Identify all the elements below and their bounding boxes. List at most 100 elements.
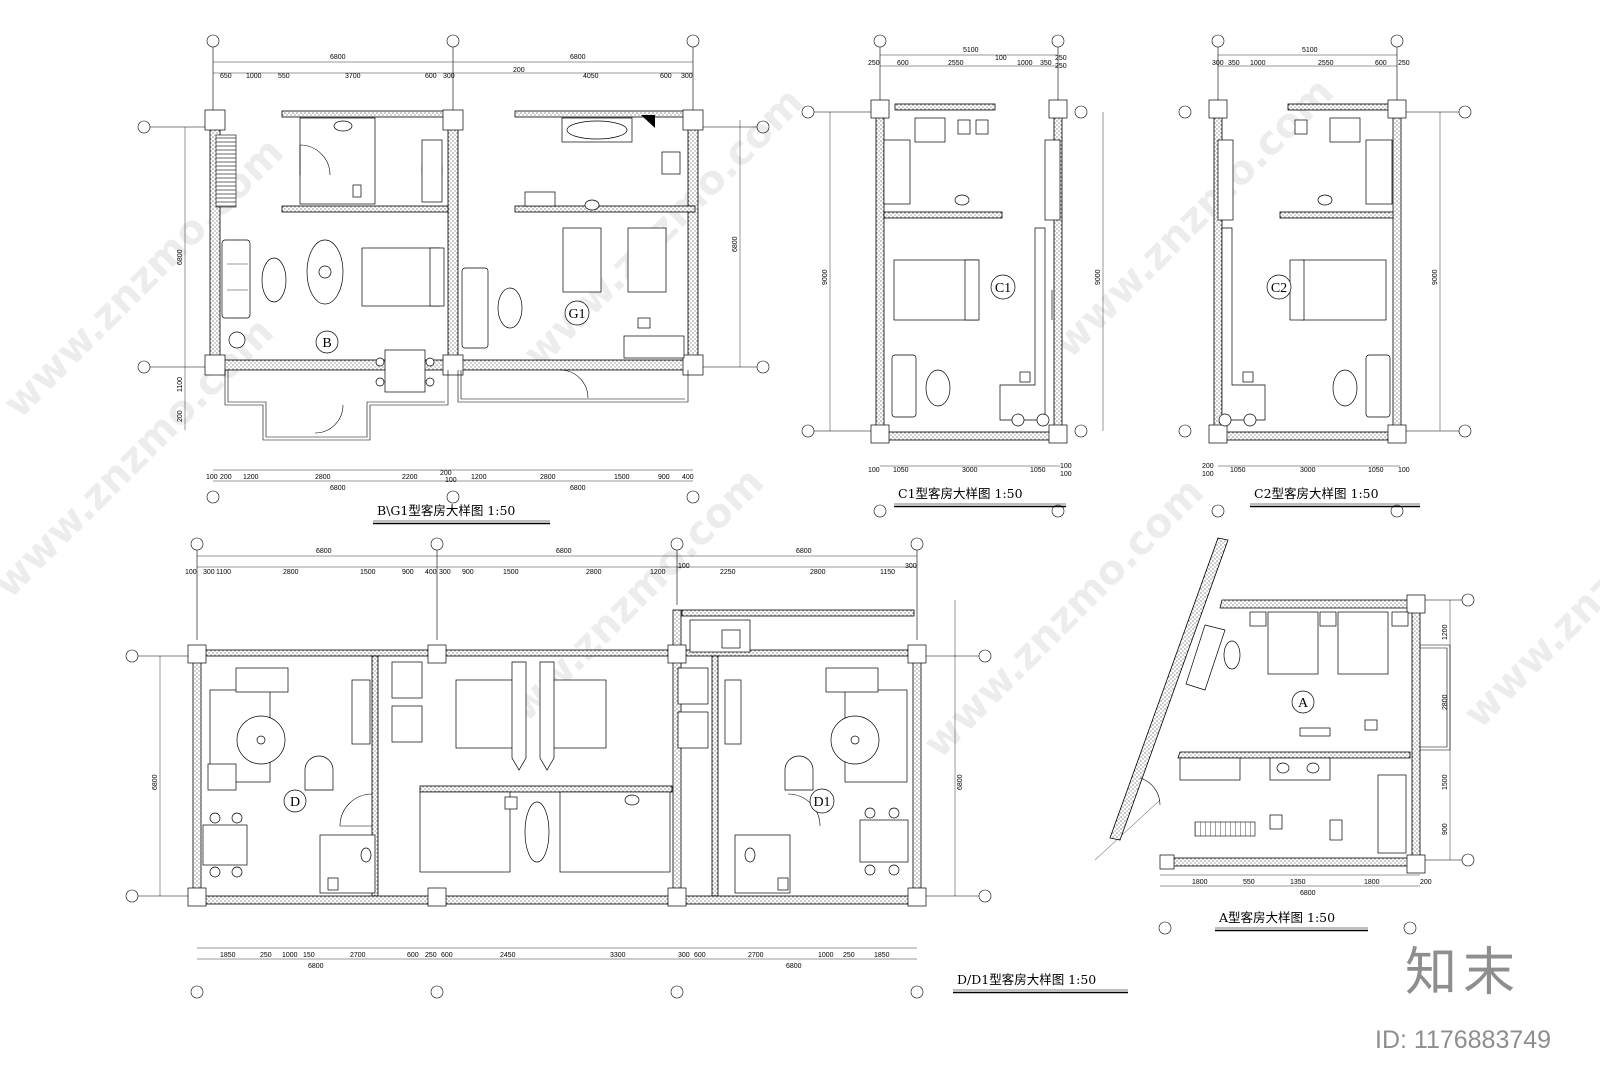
svg-text:100: 100 (1202, 471, 1214, 478)
svg-text:400: 400 (682, 474, 694, 481)
svg-text:300: 300 (1212, 60, 1224, 67)
svg-text:1100: 1100 (216, 569, 231, 576)
svg-text:900: 900 (462, 569, 474, 576)
svg-text:1500: 1500 (503, 569, 519, 576)
svg-text:300: 300 (439, 569, 451, 576)
lamp (228, 331, 246, 349)
svg-text:3000: 3000 (1300, 467, 1316, 474)
svg-text:2800: 2800 (586, 569, 602, 576)
svg-text:2800: 2800 (1442, 694, 1449, 710)
svg-text:300: 300 (905, 563, 917, 570)
room-tag-c2: C2 (1271, 281, 1287, 296)
svg-text:600: 600 (407, 952, 419, 959)
dining-table (202, 824, 248, 866)
sofa (221, 239, 251, 319)
svg-text:1000: 1000 (1250, 60, 1266, 67)
svg-text:6800: 6800 (330, 485, 346, 492)
bathtub (566, 120, 628, 140)
svg-text:1200: 1200 (471, 474, 487, 481)
dimension-lines (184, 61, 741, 482)
svg-text:6800: 6800 (570, 485, 586, 492)
title-c2: C2型客房大样图 1:50 (1254, 486, 1379, 501)
room-tag-c1: C1 (995, 281, 1011, 296)
svg-text:200: 200 (1202, 463, 1214, 470)
svg-text:600: 600 (660, 73, 672, 80)
image-id-label: ID: 1176883749 (1375, 1026, 1552, 1054)
svg-text:1000: 1000 (246, 73, 262, 80)
title-a: A型客房大样图 1:50 (1218, 910, 1335, 925)
svg-text:100: 100 (206, 474, 218, 481)
wall-party (447, 119, 459, 371)
svg-text:600: 600 (694, 952, 706, 959)
svg-text:1500: 1500 (360, 569, 376, 576)
svg-text:250: 250 (425, 952, 437, 959)
svg-text:600: 600 (1375, 60, 1387, 67)
svg-text:1500: 1500 (614, 474, 630, 481)
watermark-text: www.znzmo.com (1455, 439, 1600, 737)
svg-text:9000: 9000 (1095, 269, 1102, 285)
svg-text:5100: 5100 (963, 47, 979, 54)
svg-text:1200: 1200 (1442, 624, 1449, 640)
room-tag-g1: G1 (568, 307, 585, 322)
svg-text:2700: 2700 (748, 952, 764, 959)
svg-text:2550: 2550 (1318, 60, 1334, 67)
svg-text:6800: 6800 (957, 774, 964, 790)
svg-text:6800: 6800 (152, 774, 159, 790)
svg-text:1100: 1100 (177, 377, 184, 392)
svg-text:300: 300 (443, 73, 455, 80)
title-bg1: B\G1型客房大样图 1:50 (377, 503, 515, 518)
title-dd1: D/D1型客房大样图 1:50 (957, 972, 1096, 987)
svg-text:6800: 6800 (316, 548, 332, 555)
svg-text:1050: 1050 (1368, 467, 1384, 474)
svg-text:150: 150 (303, 952, 315, 959)
svg-text:6800: 6800 (786, 963, 802, 970)
svg-text:6800: 6800 (796, 548, 812, 555)
svg-text:6800: 6800 (177, 249, 184, 265)
svg-text:2450: 2450 (500, 952, 516, 959)
svg-text:6800: 6800 (556, 548, 572, 555)
wall-right (687, 111, 699, 371)
svg-text:300: 300 (681, 73, 693, 80)
bathroom-b (299, 117, 376, 205)
svg-text:250: 250 (1055, 63, 1067, 70)
svg-text:300: 300 (678, 952, 690, 959)
svg-text:2200: 2200 (402, 474, 418, 481)
bed (627, 227, 667, 293)
svg-text:200: 200 (513, 67, 525, 74)
svg-text:600: 600 (425, 73, 437, 80)
bed (361, 247, 441, 307)
title-c1: C1型客房大样图 1:50 (898, 486, 1023, 501)
wall-bottom (457, 359, 699, 371)
svg-text:100: 100 (445, 477, 457, 484)
grid-axes (137, 34, 770, 504)
svg-text:9000: 9000 (1432, 269, 1439, 285)
svg-text:250: 250 (1055, 55, 1067, 62)
desk (623, 335, 685, 359)
svg-text:1800: 1800 (1192, 879, 1208, 886)
plan-c2: 5100 300 350 1000 2550 600 250 200 100 1… (1178, 34, 1472, 518)
bed (562, 227, 602, 293)
svg-text:1150: 1150 (880, 569, 895, 576)
svg-text:6800: 6800 (570, 54, 586, 61)
plan-d-d1: 6800 6800 6800 100 300 1100 2800 1500 90… (125, 537, 1128, 999)
room-tag-a: A (1298, 696, 1309, 711)
svg-text:6800: 6800 (732, 236, 739, 252)
svg-text:350: 350 (1228, 60, 1240, 67)
svg-text:250: 250 (843, 952, 855, 959)
svg-text:100: 100 (678, 563, 690, 570)
svg-text:2800: 2800 (810, 569, 826, 576)
dining-table (859, 819, 909, 863)
sofa (461, 267, 489, 349)
svg-text:3700: 3700 (345, 73, 361, 80)
dining-table (384, 349, 426, 393)
plan-a: 1800 550 1350 1800 200 6800 1200 2800 15… (1094, 537, 1475, 935)
svg-text:9000: 9000 (822, 269, 829, 285)
svg-text:1350: 1350 (1290, 879, 1306, 886)
room-tag-d1: D1 (813, 795, 830, 810)
wall-bath-top (514, 110, 696, 118)
svg-text:1850: 1850 (220, 952, 236, 959)
svg-text:250: 250 (1398, 60, 1410, 67)
svg-text:250: 250 (260, 952, 272, 959)
svg-text:1050: 1050 (1230, 467, 1246, 474)
